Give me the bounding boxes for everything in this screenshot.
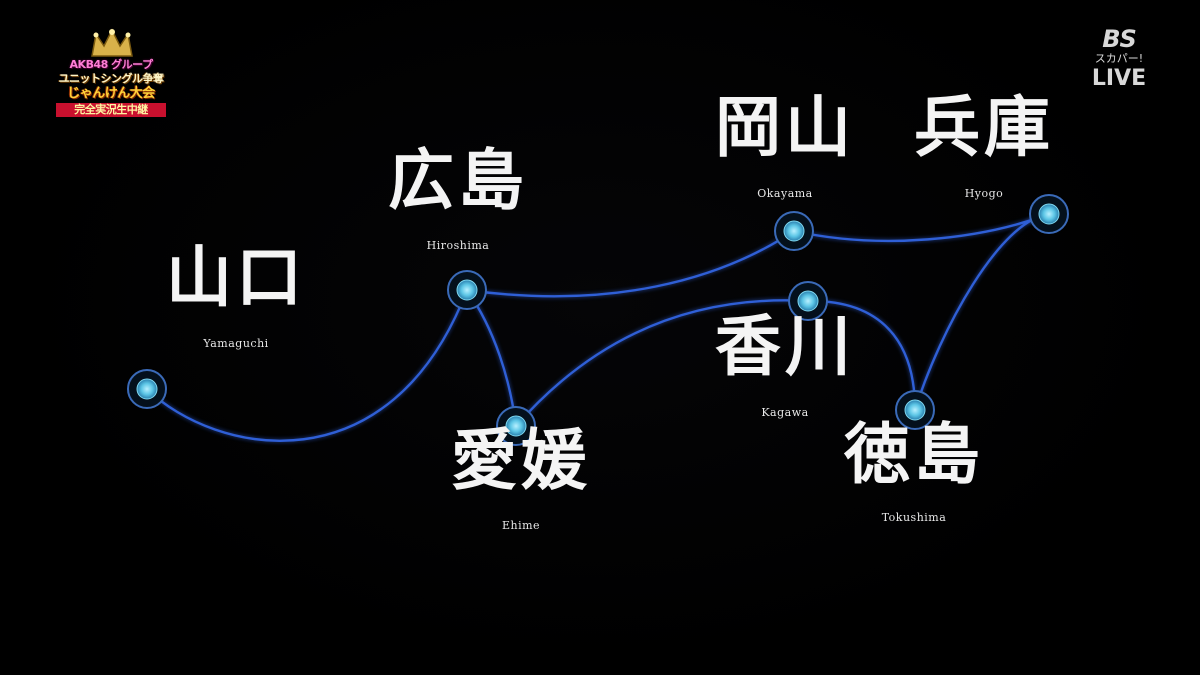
label-kanji-yamaguchi: 山口: [166, 238, 306, 316]
channel-subbrand: スカパー!: [1094, 52, 1144, 65]
node-hiroshima: [447, 270, 487, 310]
route-tokushima-hyogo: [913, 212, 1050, 411]
live-indicator: LIVE: [1091, 66, 1147, 91]
node-kagawa: [788, 281, 828, 321]
label-roman-hyogo: Hyogo: [965, 187, 1004, 200]
route-glow-hiroshima-okayama: [466, 228, 796, 299]
node-core-ehime: [505, 415, 527, 437]
show-logo: AKB48 グループ ユニットシングル争奪 じゃんけん大会 完全実況生中継: [52, 28, 170, 123]
route-hiroshima-ehime: [466, 289, 518, 427]
channel-bug: BS スカパー! LIVE: [1084, 26, 1154, 98]
crown-icon: [91, 28, 133, 57]
node-core-hiroshima: [456, 279, 478, 301]
label-kanji-okayama: 岡山: [715, 88, 855, 166]
logo-broadcast-banner: 完全実況生中継: [56, 103, 166, 117]
node-core-kagawa: [797, 290, 819, 312]
route-kagawa-tokushima: [807, 299, 917, 411]
node-ehime: [496, 406, 536, 446]
label-roman-yamaguchi: Yamaguchi: [202, 337, 268, 350]
node-okayama: [774, 211, 814, 251]
route-glow-hiroshima-ehime: [464, 288, 519, 427]
node-core-yamaguchi: [136, 378, 158, 400]
node-core-tokushima: [904, 399, 926, 421]
route-hiroshima-okayama: [466, 229, 795, 298]
logo-event-subtitle: ユニットシングル争奪: [58, 72, 165, 85]
node-hyogo: [1029, 194, 1069, 234]
label-roman-hiroshima: Hiroshima: [427, 239, 490, 252]
logo-event-title: じゃんけん大会: [67, 86, 155, 101]
prefecture-nodes: [127, 194, 1069, 446]
node-yamaguchi: [127, 369, 167, 409]
channel-brand: BS: [1102, 25, 1137, 53]
label-kanji-hyogo: 兵庫: [914, 88, 1054, 166]
label-roman-okayama: Okayama: [757, 187, 813, 200]
node-core-okayama: [783, 220, 805, 242]
label-kanji-hiroshima: 広島: [388, 141, 528, 219]
label-kanji-tokushima: 徳島: [843, 415, 984, 493]
route-yamaguchi-hiroshima: [146, 289, 469, 442]
route-ehime-kagawa: [515, 299, 809, 427]
node-tokushima: [895, 390, 935, 430]
label-roman-ehime: Ehime: [502, 519, 540, 532]
route-glow-tokushima-hyogo: [912, 211, 1050, 411]
label-roman-kagawa: Kagawa: [761, 406, 808, 419]
label-roman-tokushima: Tokushima: [882, 511, 947, 524]
route-okayama-hyogo: [793, 212, 1050, 243]
prefecture-labels: 山口 Yamaguchi 広島 Hiroshima 愛媛 Ehime 岡山 Okayama 香川…: [166, 88, 1054, 532]
label-kanji-kagawa: 香川: [715, 307, 855, 385]
node-core-hyogo: [1038, 203, 1060, 225]
label-kanji-ehime: 愛媛: [451, 421, 591, 499]
logo-group-name: AKB48 グループ: [69, 58, 153, 71]
